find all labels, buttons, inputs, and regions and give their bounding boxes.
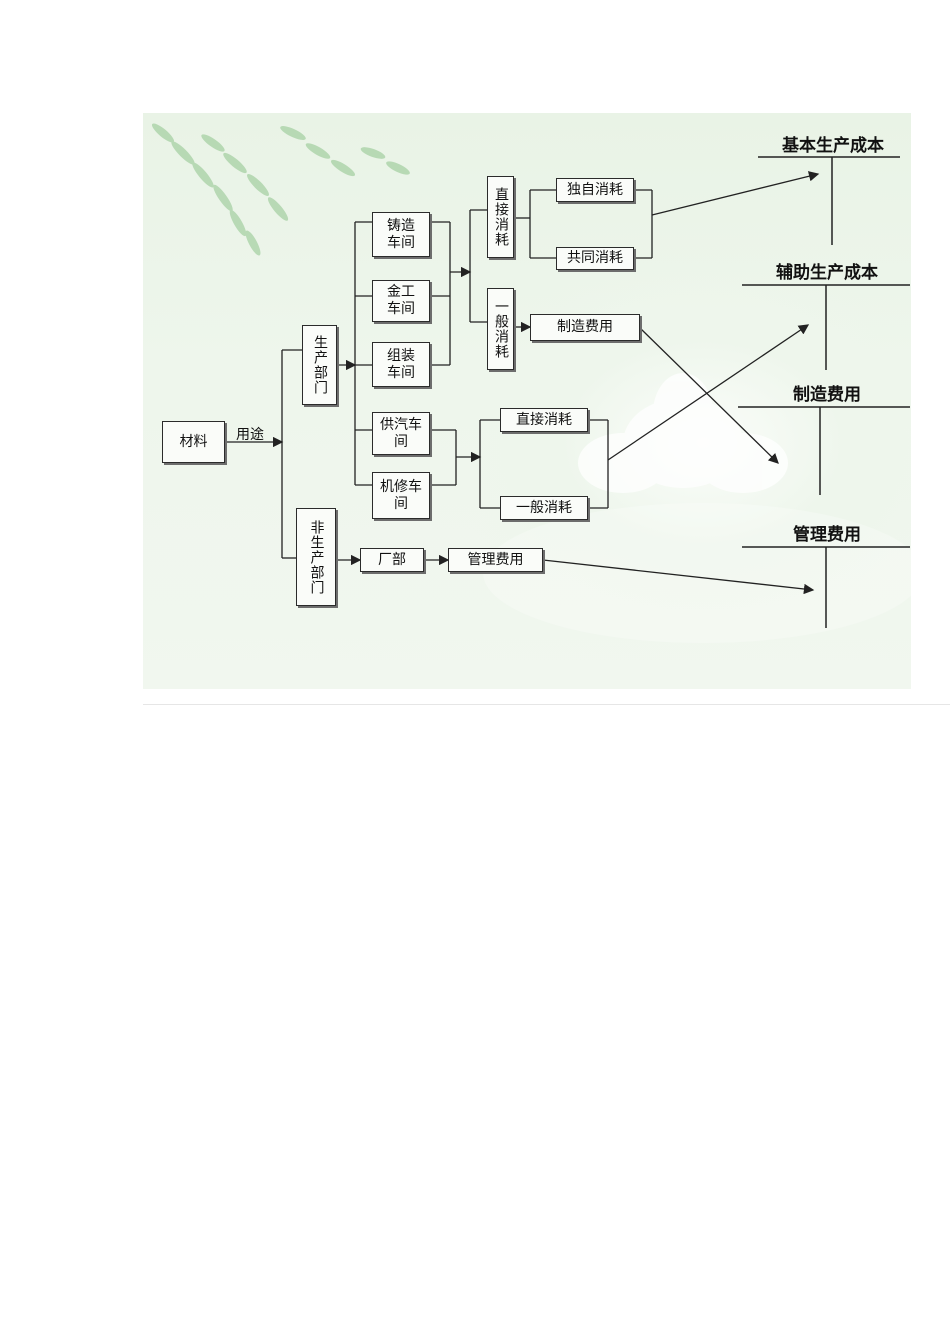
edge-label-usage: 用途 [236,427,264,443]
lotus-decoration [483,373,911,643]
node-production-dept: 生产部门 [302,325,337,405]
node-direct-consumption: 直接消耗 [487,176,514,258]
node-sole-consumption: 独自消耗 [556,178,634,202]
account-basic-production-cost: 基本生产成本 [782,136,884,156]
node-workshop-casting-label: 铸造车间 [387,217,415,251]
node-direct-consumption-label: 直接消耗 [493,187,509,247]
node-materials-label: 材料 [179,433,208,450]
node-workshop-metalwork: 金工车间 [372,280,430,322]
node-general-consumption: 一般消耗 [487,288,514,370]
willow-decoration [151,123,410,256]
account-administrative-expense: 管理费用 [793,525,861,545]
node-factory-label: 厂部 [378,551,406,568]
node-workshop-repair: 机修车间 [372,472,430,519]
node-materials: 材料 [162,421,225,463]
node-factory: 厂部 [360,548,424,572]
node-workshop-repair-label: 机修车间 [380,478,422,512]
node-mfg-expense-label: 制造费用 [557,319,613,335]
node-nonproduction-dept-label: 非生产部门 [308,519,325,595]
node-nonproduction-dept: 非生产部门 [296,508,336,606]
node-workshop-assembly-label: 组装车间 [387,347,415,381]
node-workshop-metalwork-label: 金工车间 [387,284,415,317]
diagram-slide [143,113,911,689]
node-shared-consumption: 共同消耗 [556,247,634,270]
node-shared-consumption-label: 共同消耗 [567,250,623,266]
page-separator [143,704,950,705]
node-aux-direct: 直接消耗 [500,408,588,432]
node-aux-general-label: 一般消耗 [516,499,572,516]
node-mfg-expense: 制造费用 [530,314,640,341]
node-workshop-casting: 铸造车间 [372,212,430,257]
node-workshop-steam: 供汽车间 [372,412,430,455]
node-general-consumption-label: 一般消耗 [493,299,509,359]
node-workshop-assembly: 组装车间 [372,342,430,387]
node-aux-general: 一般消耗 [500,496,588,520]
account-manufacturing-expense: 制造费用 [793,385,861,405]
node-admin-expense-label: 管理费用 [467,551,524,568]
node-admin-expense: 管理费用 [448,548,543,572]
node-aux-direct-label: 直接消耗 [516,411,572,428]
node-production-dept-label: 生产部门 [312,335,328,395]
node-sole-consumption-label: 独自消耗 [567,181,623,198]
account-auxiliary-production-cost: 辅助生产成本 [776,263,878,283]
node-workshop-steam-label: 供汽车间 [380,416,422,450]
